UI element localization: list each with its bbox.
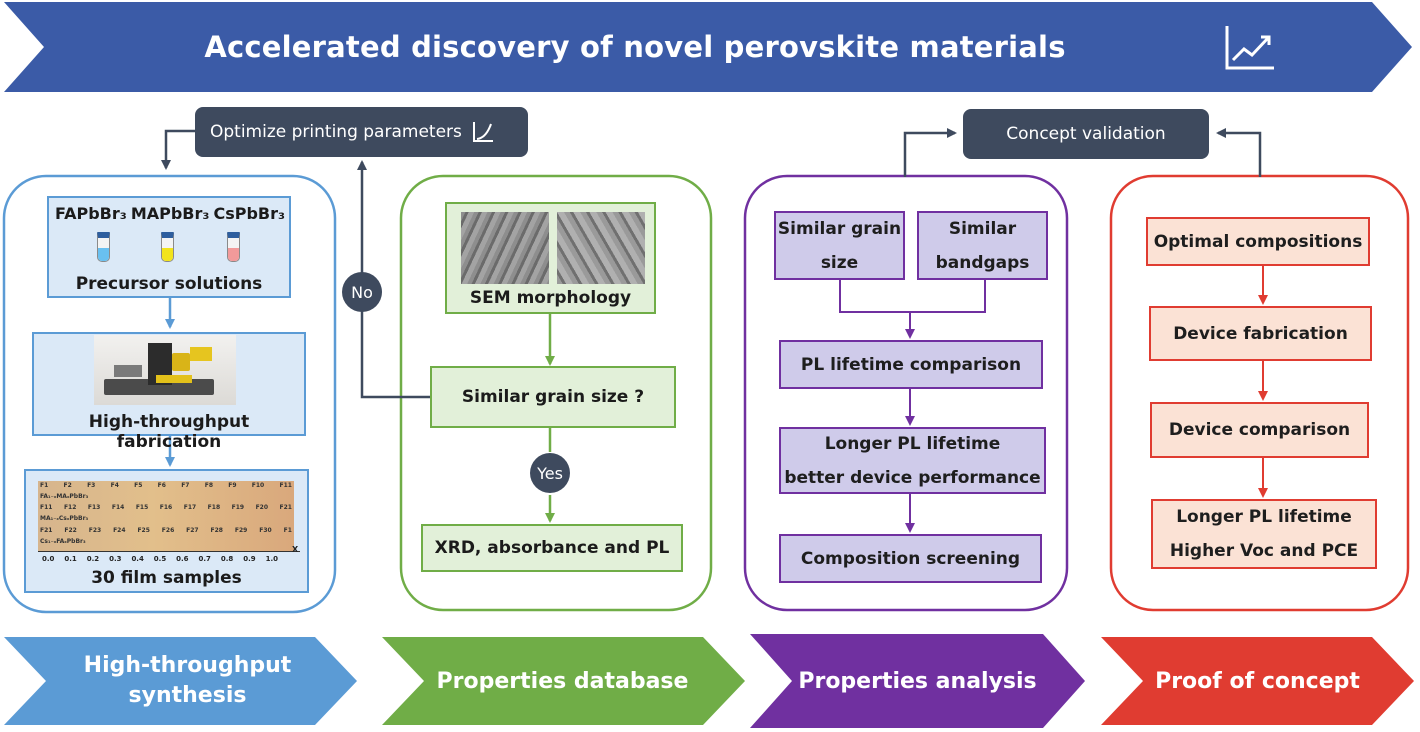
optimize-to-synthesis-line	[161, 129, 195, 170]
concept-validation-box: Concept validation	[963, 109, 1209, 159]
similar-bandgaps-box: Similar bandgaps	[917, 211, 1048, 280]
stage-chevron-synthesis	[4, 637, 357, 725]
pl-lifetime-comparison-box: PL lifetime comparison	[779, 340, 1043, 389]
page-title: Accelerated discovery of novel perovskit…	[204, 30, 1066, 64]
result-line-2: Higher Voc and PCE	[1169, 541, 1359, 561]
precursor-cs: CsPbBr₃	[213, 204, 285, 223]
stage-chevron-proof	[1101, 637, 1414, 725]
sem-morphology-label: SEM morphology	[469, 288, 632, 308]
printer-photo	[94, 335, 236, 405]
title-banner-arrow	[4, 2, 1412, 92]
similar-grain-size-question: Similar grain size ?	[430, 366, 676, 428]
curve-chart-icon	[472, 122, 493, 142]
no-decision-badge: No	[342, 272, 382, 312]
precursor-ma: MAPbBr₃	[130, 204, 210, 223]
result-line-1: Longer PL lifetime	[1176, 507, 1352, 527]
film-series-2: MA₁₋ₓCsₓPbBr₃	[40, 515, 89, 522]
device-comparison-box: Device comparison	[1150, 402, 1369, 458]
precursor-fa: FAPbBr₃	[55, 204, 127, 223]
composition-screening-box: Composition screening	[779, 534, 1042, 583]
fabrication-box: High-throughput fabrication	[32, 332, 306, 452]
film-samples-label: 30 film samples	[91, 568, 242, 588]
stage-chevron-analysis	[750, 634, 1085, 728]
optimal-compositions-box: Optimal compositions	[1146, 217, 1370, 266]
stage-label-synthesis: High-throughput synthesis	[83, 653, 292, 708]
vial-icon-cs	[227, 232, 240, 262]
trending-up-chart-icon	[1225, 26, 1274, 70]
sem-morphology-box: SEM morphology	[445, 202, 656, 314]
stage-chevron-database	[382, 637, 745, 725]
no-loop-line	[357, 160, 430, 399]
vial-icon-ma	[161, 232, 174, 262]
longer-pl-line-1: Longer PL lifetime	[824, 433, 1001, 454]
longer-pl-line-2: better device performance	[784, 467, 1041, 488]
precursor-solutions-label: Precursor solutions	[75, 274, 263, 294]
yes-decision-badge: Yes	[530, 453, 570, 493]
stage-label-analysis: Properties analysis	[798, 668, 1037, 694]
longer-pl-lifetime-box: Longer PL lifetime better device perform…	[779, 427, 1046, 494]
optimize-printing-parameters-box: Optimize printing parameters	[195, 107, 528, 157]
synthesis-frame	[2, 174, 337, 614]
precursor-formulas: FAPbBr₃ MAPbBr₃ CsPbBr₃	[55, 204, 285, 223]
vial-icon-fa	[97, 232, 110, 262]
xrd-absorbance-pl-box: XRD, absorbance and PL	[421, 524, 683, 572]
stage-label-database: Properties database	[436, 668, 689, 694]
database-frame	[399, 174, 713, 612]
x-axis-line	[38, 551, 300, 552]
result-box: Longer PL lifetime Higher Voc and PCE	[1151, 499, 1377, 569]
optimize-label: Optimize printing parameters	[210, 122, 462, 142]
similar-grain-size-box: Similar grain size	[774, 211, 905, 280]
stage-label-proof: Proof of concept	[1155, 668, 1360, 694]
film-series-3: Cs₁₋ₓFAₓPbBr₃	[40, 538, 86, 545]
device-fabrication-box: Device fabrication	[1149, 306, 1372, 361]
sem-image-2	[557, 212, 645, 284]
fabrication-label: High-throughput fabrication	[88, 412, 250, 452]
x-axis-label: X	[292, 545, 299, 554]
precursor-solutions-box: FAPbBr₃ MAPbBr₃ CsPbBr₃ Precursor soluti…	[47, 196, 291, 298]
sem-image-1	[461, 212, 549, 284]
film-series-1: FA₁₋ₓMAₓPbBr₃	[40, 493, 89, 500]
